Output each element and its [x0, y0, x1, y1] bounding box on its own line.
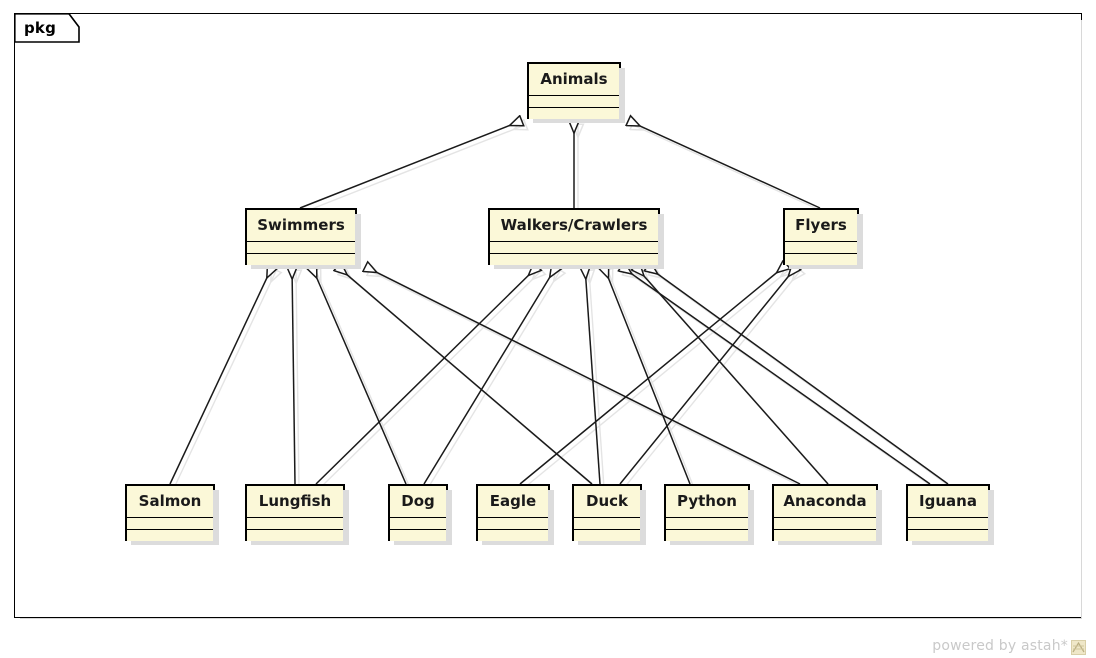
class-operations-dog — [390, 530, 446, 541]
class-name-salmon: Salmon — [127, 486, 213, 518]
class-box-flyers[interactable]: Flyers — [783, 208, 863, 269]
class-operations-iguana — [908, 530, 988, 541]
class-box-lungfish[interactable]: Lungfish — [245, 484, 349, 545]
astah-logo-icon — [1071, 639, 1086, 655]
class-operations-duck — [574, 530, 640, 541]
class-box-salmon[interactable]: Salmon — [125, 484, 219, 545]
class-box-duck[interactable]: Duck — [572, 484, 646, 545]
watermark-label: powered by astah* — [932, 638, 1068, 654]
class-operations-python — [666, 530, 748, 541]
class-box-iguana[interactable]: Iguana — [906, 484, 994, 545]
class-name-python: Python — [666, 486, 748, 518]
class-attributes-eagle — [478, 518, 548, 530]
class-name-flyers: Flyers — [785, 210, 857, 242]
class-operations-anaconda — [774, 530, 876, 541]
class-name-swimmers: Swimmers — [247, 210, 355, 242]
class-box-eagle[interactable]: Eagle — [476, 484, 554, 545]
class-attributes-walkers — [490, 242, 658, 254]
class-box-swimmers[interactable]: Swimmers — [245, 208, 361, 269]
class-attributes-swimmers — [247, 242, 355, 254]
class-box-animals[interactable]: Animals — [527, 62, 625, 123]
class-operations-animals — [529, 108, 619, 119]
class-box-dog[interactable]: Dog — [388, 484, 452, 545]
class-box-anaconda[interactable]: Anaconda — [772, 484, 882, 545]
class-name-dog: Dog — [390, 486, 446, 518]
class-operations-lungfish — [247, 530, 343, 541]
class-name-iguana: Iguana — [908, 486, 988, 518]
class-box-walkers[interactable]: Walkers/Crawlers — [488, 208, 664, 269]
class-operations-swimmers — [247, 254, 355, 265]
astah-watermark: powered by astah* — [932, 638, 1086, 655]
class-name-eagle: Eagle — [478, 486, 548, 518]
class-attributes-python — [666, 518, 748, 530]
class-attributes-iguana — [908, 518, 988, 530]
class-operations-salmon — [127, 530, 213, 541]
class-box-python[interactable]: Python — [664, 484, 754, 545]
class-name-walkers: Walkers/Crawlers — [490, 210, 658, 242]
class-attributes-anaconda — [774, 518, 876, 530]
class-operations-eagle — [478, 530, 548, 541]
class-operations-walkers — [490, 254, 658, 265]
class-name-duck: Duck — [574, 486, 640, 518]
class-attributes-flyers — [785, 242, 857, 254]
class-name-lungfish: Lungfish — [247, 486, 343, 518]
class-attributes-dog — [390, 518, 446, 530]
class-attributes-animals — [529, 96, 619, 108]
class-name-anaconda: Anaconda — [774, 486, 876, 518]
class-operations-flyers — [785, 254, 857, 265]
class-attributes-duck — [574, 518, 640, 530]
package-tab — [14, 13, 80, 43]
package-label: pkg — [24, 19, 57, 37]
class-attributes-lungfish — [247, 518, 343, 530]
class-name-animals: Animals — [529, 64, 619, 96]
class-attributes-salmon — [127, 518, 213, 530]
